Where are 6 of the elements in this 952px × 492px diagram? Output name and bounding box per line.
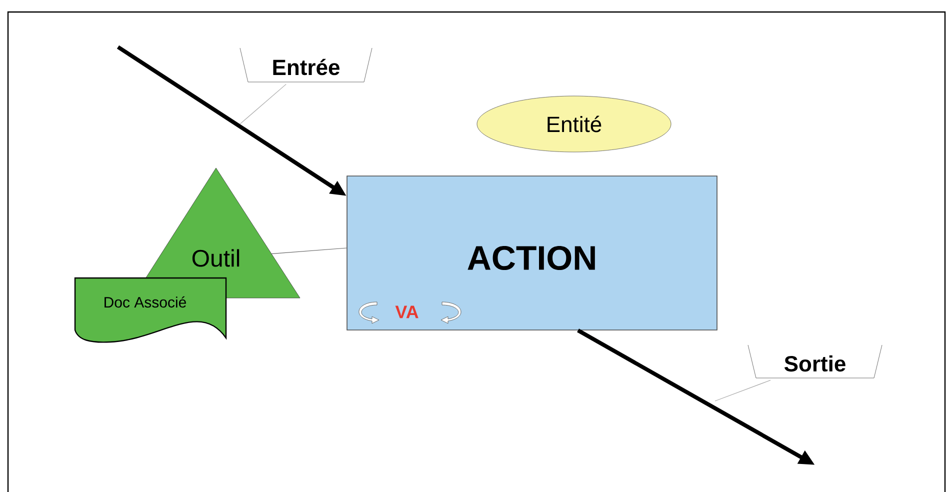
leader-line (714, 380, 771, 402)
callout-label: Entrée (240, 48, 372, 82)
callout-label: Sortie (748, 344, 882, 378)
leader-line (240, 84, 286, 124)
value-label: VA (395, 306, 418, 318)
connector-line (270, 248, 347, 254)
